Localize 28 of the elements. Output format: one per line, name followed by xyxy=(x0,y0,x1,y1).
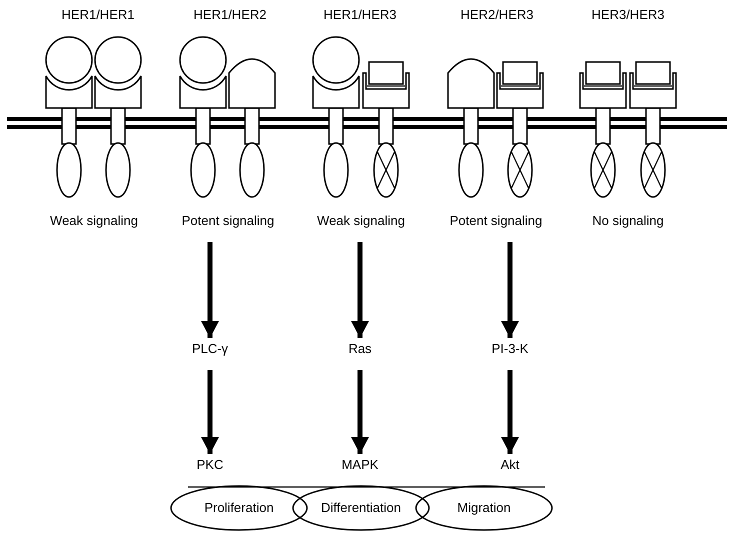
pathway-label: Weak signaling xyxy=(305,212,417,230)
pathway-label: Potent signaling xyxy=(440,212,552,230)
dimer-label: HER3/HER3 xyxy=(592,6,664,24)
pathway-label: MAPK xyxy=(330,456,390,474)
arrow xyxy=(201,242,219,338)
pathway-label: Ras xyxy=(330,340,390,358)
pathway-label: PLC-γ xyxy=(180,340,240,358)
arrow xyxy=(351,370,369,454)
outcome-text: Differentiation xyxy=(321,499,401,518)
pathway-label: PKC xyxy=(180,456,240,474)
outcome-ellipse xyxy=(292,485,430,531)
pathway-label: Potent signaling xyxy=(172,212,284,230)
outcome-ellipse xyxy=(170,485,308,531)
pathway-label: Akt xyxy=(480,456,540,474)
dimer-label: HER1/HER1 xyxy=(62,6,134,24)
dimer-label: HER1/HER3 xyxy=(324,6,396,24)
outcome-text: Migration xyxy=(457,499,511,518)
dimer-label: HER1/HER2 xyxy=(194,6,266,24)
outcome-ellipse xyxy=(415,485,553,531)
outcome-text: Proliferation xyxy=(204,499,274,518)
pathway-label: PI-3-K xyxy=(480,340,540,358)
arrow xyxy=(501,370,519,454)
dimer-label: HER2/HER3 xyxy=(460,6,534,24)
pathway-label: Weak signaling xyxy=(38,212,150,230)
arrow xyxy=(351,242,369,338)
arrow xyxy=(201,370,219,454)
arrow xyxy=(501,242,519,338)
pathway-label: No signaling xyxy=(572,212,684,230)
